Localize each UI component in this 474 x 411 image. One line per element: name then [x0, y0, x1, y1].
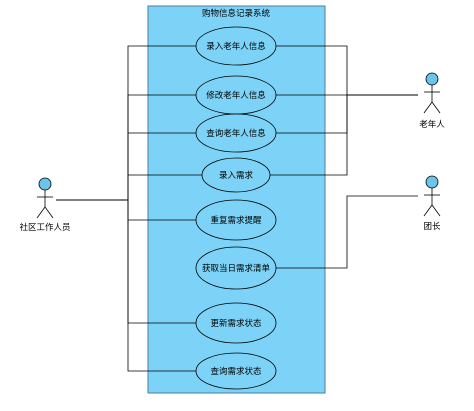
leader-connections	[276, 195, 418, 269]
system-title: 购物信息记录系统	[202, 8, 271, 19]
actor-elder[interactable]	[423, 72, 441, 114]
use-case-enter-elder-info[interactable]: 录入老年人信息	[195, 26, 277, 66]
actor-elder-label: 老年人	[419, 119, 445, 130]
actor-leg-right	[44, 206, 54, 219]
use-case-ellipse[interactable]	[195, 302, 277, 344]
actor-head-icon	[425, 175, 439, 189]
actor-community-worker-label: 社区工作人员	[19, 222, 70, 233]
use-case-ellipse[interactable]	[195, 26, 277, 66]
actor-leg-left	[423, 204, 433, 217]
use-case-label: 修改老年人信息	[206, 90, 266, 101]
use-case-enter-demand[interactable]: 录入需求	[201, 157, 271, 193]
elder-link-enter-demand	[270, 94, 418, 176]
use-case-ellipse[interactable]	[195, 113, 277, 153]
actor-head-icon	[425, 72, 439, 86]
use-case-query-elder-info[interactable]: 查询老年人信息	[195, 113, 277, 153]
use-case-query-demand-status[interactable]: 查询需求状态	[195, 352, 277, 390]
use-case-label: 重复需求提醒	[210, 215, 262, 226]
use-case-update-demand-status[interactable]: 更新需求状态	[195, 302, 277, 344]
use-case-ellipse[interactable]	[195, 246, 277, 290]
use-case-ellipse[interactable]	[195, 199, 277, 241]
actor-leg-left	[36, 206, 46, 219]
actor-leg-left	[423, 101, 433, 114]
use-case-ellipse[interactable]	[201, 157, 271, 193]
leader-link-get-daily-demand-list	[276, 195, 418, 269]
actor-head-icon	[38, 177, 52, 191]
use-case-ellipse[interactable]	[195, 352, 277, 390]
use-case-repeat-demand-reminder[interactable]: 重复需求提醒	[195, 199, 277, 241]
worker-connections	[56, 45, 202, 372]
actor-leg-right	[431, 101, 441, 114]
actor-community-worker[interactable]	[36, 177, 54, 219]
actor-group-leader-label: 团长	[423, 221, 441, 232]
use-case-get-daily-demand-list[interactable]: 获取当日需求清单	[195, 246, 277, 290]
actor-group-leader[interactable]	[423, 175, 441, 217]
use-case-label: 查询需求状态	[210, 366, 262, 377]
use-case-label: 录入需求	[219, 170, 254, 181]
actor-leg-right	[431, 204, 441, 217]
elder-connections	[270, 45, 418, 176]
use-case-modify-elder-info[interactable]: 修改老年人信息	[195, 75, 277, 115]
use-case-label: 获取当日需求清单	[202, 263, 271, 274]
use-case-label: 录入老年人信息	[206, 41, 266, 52]
use-case-label: 查询老年人信息	[206, 128, 266, 139]
worker-link-query-demand-status	[56, 199, 196, 372]
use-case-label: 更新需求状态	[210, 318, 262, 329]
